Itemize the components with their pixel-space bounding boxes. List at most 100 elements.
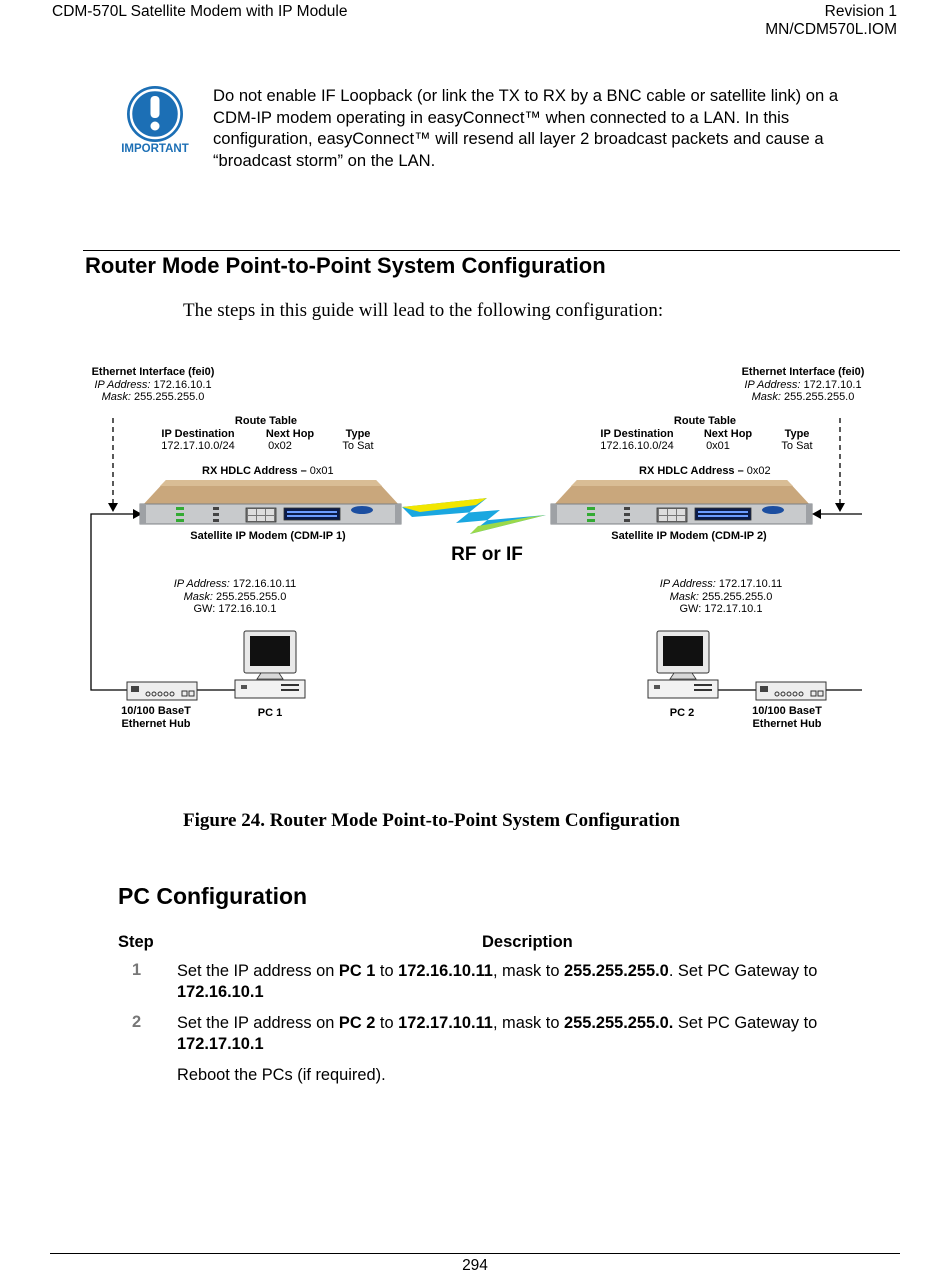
description-column-header: Description bbox=[482, 933, 573, 951]
step-bold: 255.255.255.0 bbox=[563, 962, 669, 980]
eth-mask-value: 255.255.255.0 bbox=[134, 391, 205, 403]
right-pc-ip-settings: IP Address: 172.17.10.11 Mask: 255.255.2… bbox=[646, 578, 796, 616]
left-hub-label: 10/100 BaseT Ethernet Hub bbox=[104, 705, 208, 730]
left-hdlc-address: RX HDLC Address – 0x01 bbox=[202, 465, 334, 478]
step-number: 2 bbox=[132, 1013, 142, 1031]
right-route-dest: 172.16.10.0/24 bbox=[600, 440, 674, 452]
right-route-col-hop: Next Hop bbox=[703, 428, 753, 440]
step-number: 1 bbox=[132, 961, 142, 979]
important-icon-label: IMPORTANT bbox=[121, 143, 189, 155]
pc-gw-value: 172.17.10.1 bbox=[704, 603, 763, 615]
running-header-revision: Revision 1 MN/CDM570L.IOM bbox=[765, 3, 897, 39]
step-text: Set the IP address on bbox=[177, 962, 339, 980]
note-line: configuration, easyConnect™ will resend … bbox=[213, 129, 824, 148]
pc-config-title: PC Configuration bbox=[118, 883, 308, 909]
document-number: MN/CDM570L.IOM bbox=[765, 21, 897, 38]
pc-gw-label: GW: bbox=[679, 603, 702, 615]
step-bold: 172.16.10.11 bbox=[398, 962, 493, 980]
satellite-modem-1 bbox=[138, 480, 403, 526]
right-route-hop: 0x01 bbox=[706, 440, 730, 452]
pc-1-label: PC 1 bbox=[257, 707, 283, 719]
hdlc-value: 0x01 bbox=[309, 465, 334, 477]
right-route-table-title: Route Table bbox=[673, 415, 737, 427]
pc-ip-value: 172.16.10.11 bbox=[232, 578, 297, 590]
left-route-table-title: Route Table bbox=[234, 415, 298, 427]
right-route-col-type: Type bbox=[784, 428, 810, 440]
step-text: Set the IP address on bbox=[177, 1014, 339, 1032]
ethernet-hub-1-icon bbox=[126, 681, 198, 701]
hub-line-2: Ethernet Hub bbox=[752, 717, 822, 730]
left-route-type: To Sat bbox=[342, 440, 374, 452]
step-text: Set PC Gateway to bbox=[673, 1014, 818, 1032]
left-route-hop: 0x02 bbox=[268, 440, 292, 452]
pc-2-icon bbox=[646, 630, 720, 700]
important-note-text: Do not enable IF Loopback (or link the T… bbox=[213, 85, 913, 171]
pc-mask-label: Mask: bbox=[183, 590, 213, 603]
diagram-drawing bbox=[90, 418, 862, 691]
section-intro: The steps in this guide will lead to the… bbox=[183, 300, 664, 321]
section-title: Router Mode Point-to-Point System Config… bbox=[85, 253, 606, 278]
hub-line-2: Ethernet Hub bbox=[121, 717, 191, 730]
step-text: to bbox=[375, 1014, 399, 1032]
right-ethernet-interface-label: Ethernet Interface (fei0) IP Address: 17… bbox=[728, 366, 878, 404]
left-ethernet-interface-label: Ethernet Interface (fei0) IP Address: 17… bbox=[78, 366, 228, 404]
step-bold: PC 2 bbox=[338, 1014, 376, 1032]
reboot-note: Reboot the PCs (if required). bbox=[177, 1066, 386, 1084]
left-route-col-hop: Next Hop bbox=[265, 428, 315, 440]
step-description: Set the IP address on PC 1 to 172.16.10.… bbox=[177, 961, 897, 1003]
step-bold: 172.17.10.1 bbox=[177, 1035, 264, 1053]
right-hub-label: 10/100 BaseT Ethernet Hub bbox=[735, 705, 839, 730]
step-column-header: Step bbox=[118, 933, 154, 951]
eth-ip-label: IP Address: bbox=[94, 378, 151, 391]
hub-line-1: 10/100 BaseT bbox=[752, 705, 822, 717]
step-bold: 255.255.255.0. bbox=[563, 1014, 674, 1032]
figure-caption: Figure 24. Router Mode Point-to-Point Sy… bbox=[183, 810, 680, 831]
ethernet-hub-2-icon bbox=[755, 681, 827, 701]
pc-ip-label: IP Address: bbox=[173, 578, 230, 590]
satellite-modem-2 bbox=[549, 480, 814, 526]
step-description: Set the IP address on PC 2 to 172.17.10.… bbox=[177, 1013, 897, 1055]
step-text: . Set PC Gateway to bbox=[668, 962, 818, 980]
pc-gw-value: 172.16.10.1 bbox=[218, 603, 277, 615]
eth-ip-label: IP Address: bbox=[744, 378, 801, 391]
running-header-title: CDM-570L Satellite Modem with IP Module bbox=[52, 3, 348, 20]
left-route-col-type: Type bbox=[345, 428, 371, 440]
step-text: to bbox=[375, 962, 399, 980]
eth-title: Ethernet Interface (fei0) bbox=[741, 366, 865, 378]
page-number: 294 bbox=[462, 1257, 488, 1274]
eth-title: Ethernet Interface (fei0) bbox=[91, 366, 215, 378]
note-line: “broadcast storm” on the LAN. bbox=[213, 150, 436, 170]
eth-mask-label: Mask: bbox=[751, 391, 781, 403]
link-label: RF or IF bbox=[451, 544, 523, 565]
left-route-dest: 172.17.10.0/24 bbox=[161, 440, 235, 452]
note-line: Do not enable IF Loopback (or link the T… bbox=[213, 86, 839, 105]
right-route-col-dest: IP Destination bbox=[600, 428, 674, 440]
pc-ip-value: 172.17.10.11 bbox=[718, 578, 783, 590]
hdlc-label: RX HDLC Address – bbox=[202, 465, 307, 477]
left-modem-label: Satellite IP Modem (CDM-IP 1) bbox=[190, 530, 346, 542]
eth-ip-value: 172.16.10.1 bbox=[153, 378, 212, 391]
hub-line-1: 10/100 BaseT bbox=[121, 705, 191, 717]
step-text: , mask to bbox=[492, 962, 564, 980]
eth-mask-label: Mask: bbox=[101, 391, 131, 403]
footer-rule bbox=[50, 1253, 900, 1254]
eth-ip-value: 172.17.10.1 bbox=[803, 378, 862, 391]
step-bold: PC 1 bbox=[338, 962, 376, 980]
note-line: CDM-IP modem operating in easyConnect™ w… bbox=[213, 107, 790, 127]
right-route-type: To Sat bbox=[781, 440, 813, 452]
important-icon bbox=[118, 84, 192, 160]
pc-mask-value: 255.255.255.0 bbox=[216, 590, 287, 603]
hdlc-label: RX HDLC Address – bbox=[639, 465, 744, 477]
pc-mask-value: 255.255.255.0 bbox=[702, 590, 773, 603]
section-rule bbox=[83, 250, 900, 251]
hdlc-value: 0x02 bbox=[746, 465, 771, 477]
revision-text: Revision 1 bbox=[824, 3, 897, 20]
pc-2-label: PC 2 bbox=[669, 707, 695, 719]
pc-mask-label: Mask: bbox=[669, 590, 699, 603]
step-bold: 172.17.10.11 bbox=[398, 1014, 493, 1032]
step-text: , mask to bbox=[492, 1014, 564, 1032]
eth-mask-value: 255.255.255.0 bbox=[784, 391, 855, 403]
right-modem-label: Satellite IP Modem (CDM-IP 2) bbox=[611, 530, 767, 542]
step-bold: 172.16.10.1 bbox=[177, 983, 264, 1001]
pc-gw-label: GW: bbox=[193, 603, 216, 615]
